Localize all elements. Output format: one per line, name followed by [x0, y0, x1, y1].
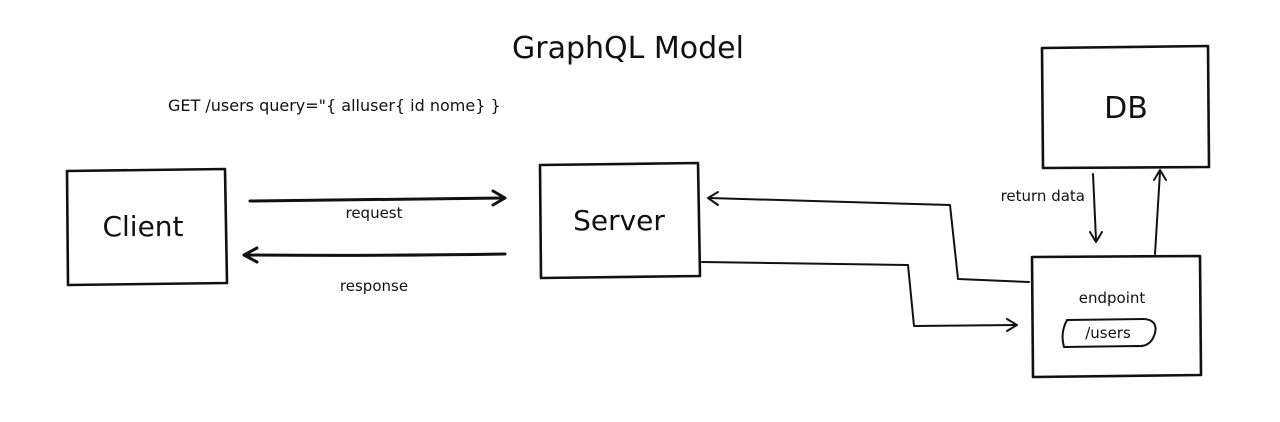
db-node: DB [1040, 44, 1211, 170]
diagram-title: GraphQL Model [512, 31, 744, 66]
db-to-endpoint-arrow [1089, 173, 1103, 243]
response-arrow [242, 246, 507, 264]
server-to-endpoint-arrow [701, 261, 1018, 332]
endpoint-path-label: /users [1085, 324, 1131, 342]
request-label: request [345, 204, 402, 222]
client-node: Client [65, 167, 229, 287]
endpoint-to-db-arrow [1153, 169, 1167, 255]
endpoint-node: endpoint /users [1030, 254, 1203, 379]
db-label: DB [1104, 91, 1148, 126]
server-label: Server [573, 204, 665, 237]
client-label: Client [102, 210, 183, 243]
response-label: response [340, 277, 408, 295]
endpoint-label: endpoint [1079, 289, 1146, 307]
query-text: GET /users query="{ alluser{ id nome} } [168, 96, 501, 115]
server-node: Server [538, 161, 702, 280]
endpoint-path-pill [1061, 318, 1157, 348]
request-arrow [248, 189, 507, 207]
endpoint-to-server-arrow [707, 191, 1030, 283]
return-data-label: return data [1001, 187, 1085, 205]
